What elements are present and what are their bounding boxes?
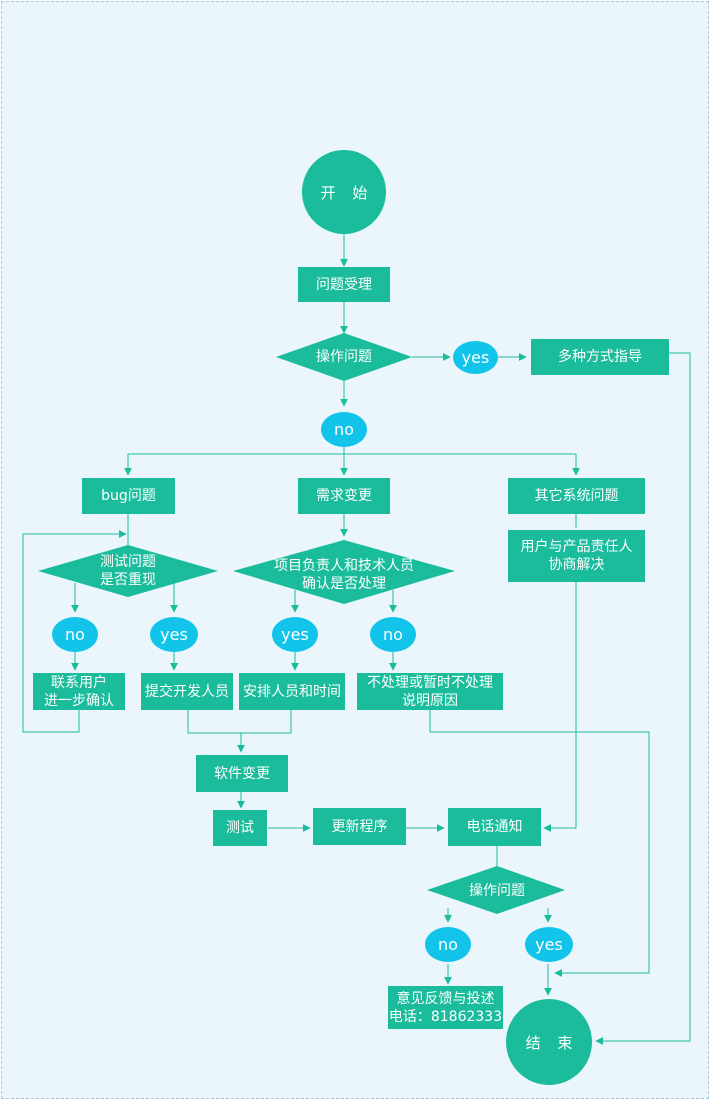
feedback-node: 意见反馈与投述 电话：81862333: [388, 986, 503, 1029]
yes-label-bottom: yes: [525, 927, 573, 962]
software-change-node: 软件变更: [196, 755, 288, 792]
start-node: 开 始: [302, 150, 386, 234]
update-node: 更新程序: [313, 808, 406, 845]
decision-handle: [233, 540, 455, 604]
no-label-bottom: no: [425, 927, 471, 962]
no-handle-node: 不处理或暂时不处理 说明原因: [357, 673, 503, 710]
decision-reproduce: [38, 545, 218, 597]
edge-merge-software: [187, 710, 292, 734]
change-node: 需求变更: [298, 478, 390, 514]
contact-user-node: 联系用户 进一步确认: [33, 673, 125, 710]
edge-guide-end: [595, 352, 691, 1045]
no-label-bug: no: [52, 617, 98, 652]
submit-dev-node: 提交开发人员: [141, 673, 233, 710]
no-label-top: no: [321, 412, 367, 447]
decision-operation-2: [427, 866, 565, 914]
decision-operation: [276, 333, 412, 381]
edge-contact-loop: [22, 530, 127, 733]
edge-negotiate-notify: [543, 582, 577, 832]
end-node: 结 束: [506, 999, 592, 1085]
other-system-node: 其它系统问题: [508, 478, 645, 514]
test-node: 测试: [213, 810, 267, 846]
negotiate-node: 用户与产品责任人 协商解决: [508, 530, 645, 582]
decision-reproduce-label: 测试问题 是否重现: [100, 554, 156, 588]
yes-label-top: yes: [453, 341, 498, 374]
edge-nohandle-end: [429, 710, 650, 977]
accept-node: 问题受理: [298, 267, 390, 302]
yes-label-change: yes: [272, 617, 318, 652]
no-label-change: no: [370, 617, 416, 652]
bug-node: bug问题: [82, 478, 175, 514]
yes-label-bug: yes: [150, 617, 198, 652]
schedule-node: 安排人员和时间: [239, 673, 345, 710]
guide-node: 多种方式指导: [531, 339, 669, 375]
decision-operation-2-label: 操作问题: [469, 883, 525, 899]
notify-node: 电话通知: [448, 808, 541, 846]
decision-handle-label: 项目负责人和技术人员 确认是否处理: [274, 558, 414, 592]
decision-operation-label: 操作问题: [316, 349, 372, 365]
